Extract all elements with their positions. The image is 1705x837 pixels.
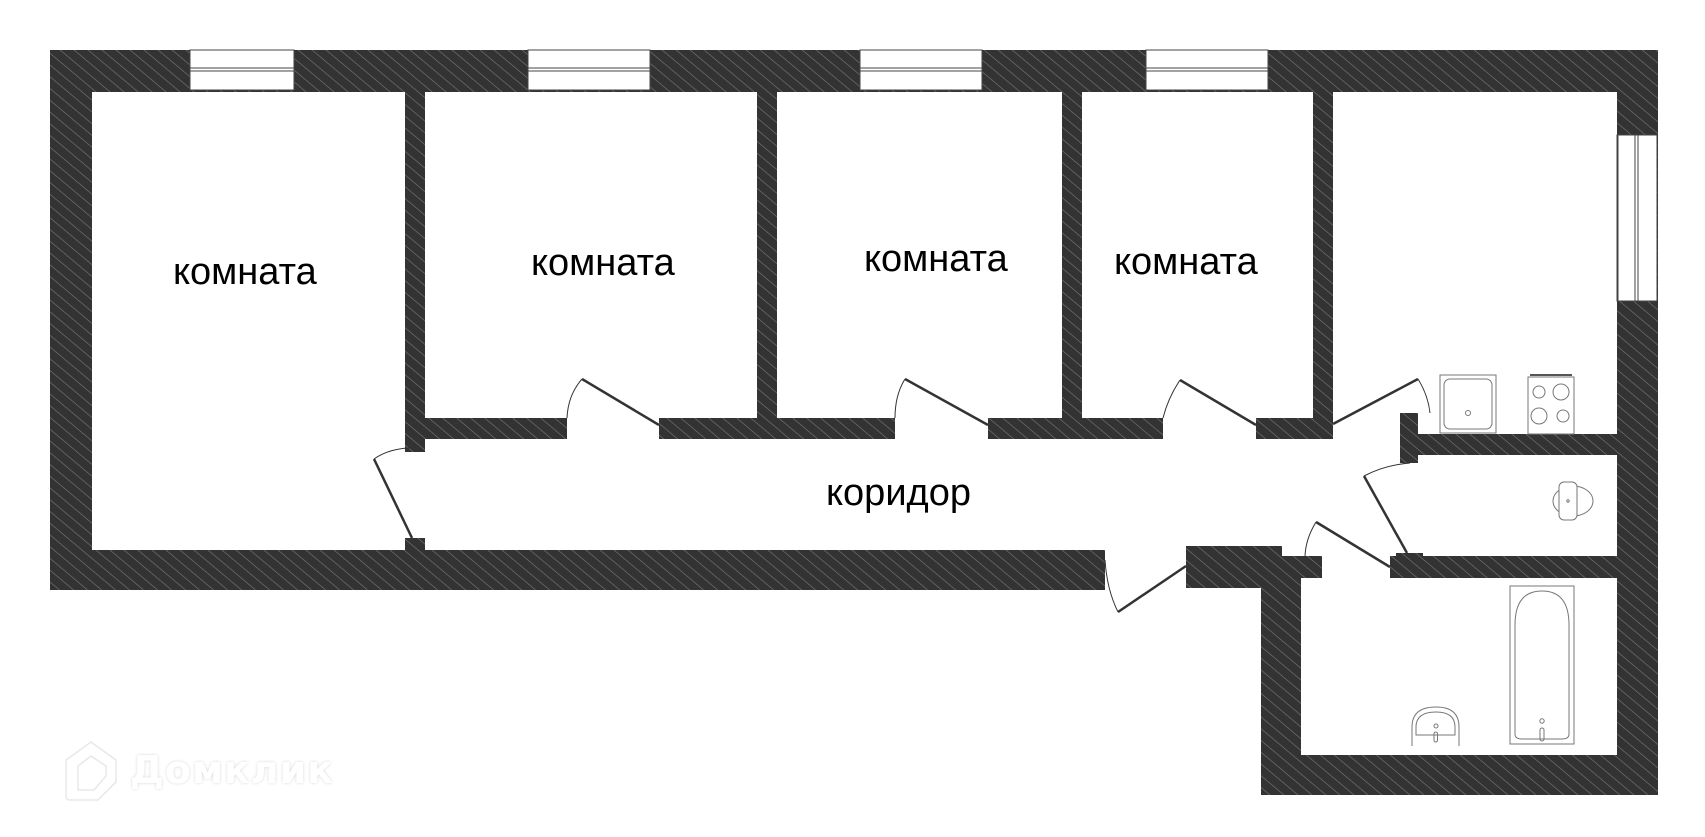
door-bathroom xyxy=(1304,520,1391,569)
door-room-1 xyxy=(372,447,414,539)
wall-wc-bottom xyxy=(1390,556,1617,578)
walls xyxy=(50,50,1658,795)
bathtub-icon xyxy=(1509,585,1575,745)
wall-bottom-left xyxy=(50,550,1105,590)
window-3 xyxy=(859,49,983,91)
window-2 xyxy=(527,49,651,91)
room-label-2: комната xyxy=(531,242,675,284)
washbasin-icon xyxy=(1411,706,1460,746)
door-wc xyxy=(1362,462,1411,554)
fixtures xyxy=(1411,374,1594,746)
room-label-1: комната xyxy=(173,251,317,293)
door-kitchen xyxy=(1332,377,1431,426)
wall-divider-3 xyxy=(1062,92,1082,437)
watermark: Домклик xyxy=(62,738,334,802)
wall-kitchen-stub xyxy=(1400,413,1418,463)
house-logo-icon xyxy=(65,741,117,801)
wall-bathroom-bottom xyxy=(1261,755,1658,795)
watermark-text: Домклик xyxy=(130,748,335,792)
wall-stub-left-door-bottom xyxy=(405,538,425,550)
wall-divider-1 xyxy=(405,92,425,452)
window-4 xyxy=(1145,49,1269,91)
room-label-3: комната xyxy=(864,238,1008,280)
room-label-4: комната xyxy=(1114,241,1258,283)
wall-kitchen-bottom xyxy=(1418,434,1617,455)
wall-corridor-top-3 xyxy=(988,418,1163,439)
wall-corridor-top-4 xyxy=(1256,418,1333,439)
door-room-3 xyxy=(894,377,989,427)
wall-corridor-top-1 xyxy=(405,418,567,439)
door-room-4 xyxy=(1162,378,1257,427)
windows xyxy=(189,49,1658,302)
window-5 xyxy=(1616,134,1658,302)
wall-left xyxy=(50,50,92,590)
wall-corridor-top-2 xyxy=(659,418,895,439)
wall-wc-stub xyxy=(1396,553,1423,561)
wall-stub-left-door-top xyxy=(405,439,425,452)
stove-icon xyxy=(1527,374,1575,435)
wall-bottom-stub xyxy=(1282,556,1322,578)
kitchen-sink-icon xyxy=(1439,374,1497,434)
wall-divider-2 xyxy=(757,92,777,437)
wall-top xyxy=(50,50,1658,92)
wall-divider-4 xyxy=(1313,92,1333,437)
corridor-label: коридор xyxy=(826,472,971,514)
door-entrance xyxy=(1104,559,1187,614)
toilet-icon xyxy=(1552,481,1594,521)
door-room-2 xyxy=(566,377,660,427)
doors xyxy=(372,377,1431,614)
window-1 xyxy=(189,49,295,91)
